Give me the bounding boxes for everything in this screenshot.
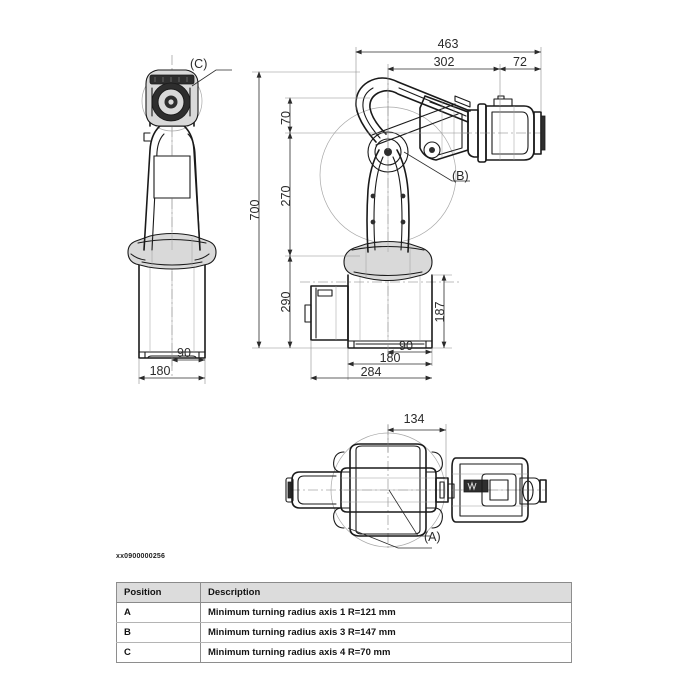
dim-side-72: 72 <box>513 55 527 69</box>
callout-a-label: (A) <box>424 530 441 544</box>
callout-a-leader <box>347 489 432 549</box>
dim-side-290: 290 <box>279 292 293 313</box>
legend-header-position: Position <box>116 582 201 603</box>
dim-side-284: 284 <box>361 365 382 379</box>
legend-table-body: A Minimum turning radius axis 1 R=121 mm… <box>116 602 572 663</box>
callout-c-leader <box>191 69 232 87</box>
top-view-dimensions <box>387 424 447 480</box>
front-view-dimensions <box>138 352 206 384</box>
legend-cell-position: A <box>116 602 201 623</box>
table-row: C Minimum turning radius axis 4 R=70 mm <box>116 642 572 663</box>
table-row: B Minimum turning radius axis 3 R=147 mm <box>116 622 572 643</box>
dim-side-187: 187 <box>433 302 447 323</box>
dim-side-70: 70 <box>279 111 293 125</box>
dim-side-90: 90 <box>399 339 413 353</box>
dim-top-134: 134 <box>404 412 425 426</box>
top-view-geometry <box>285 425 547 548</box>
dim-side-463: 463 <box>438 37 459 51</box>
callout-b-leader <box>403 151 470 182</box>
legend-header-row: Position Description <box>116 582 572 603</box>
side-view-vertical-dimensions <box>252 71 470 349</box>
dim-front-180: 180 <box>150 364 171 378</box>
legend-cell-description: Minimum turning radius axis 3 R=147 mm <box>200 622 572 643</box>
dim-side-270: 270 <box>279 186 293 207</box>
dim-front-90: 90 <box>177 346 191 360</box>
front-view-geometry <box>127 55 217 378</box>
table-row: A Minimum turning radius axis 1 R=121 mm <box>116 602 572 623</box>
side-view-lower-dimensions <box>310 274 452 381</box>
legend-header-description: Description <box>200 582 572 603</box>
callout-b-label: (B) <box>452 169 469 183</box>
side-view-horizontal-dimensions <box>355 47 542 150</box>
legend-cell-description: Minimum turning radius axis 4 R=70 mm <box>200 642 572 663</box>
dim-side-700: 700 <box>248 200 262 221</box>
callout-c-label: (C) <box>190 57 207 71</box>
dim-side-302: 302 <box>434 55 455 69</box>
drawing-id-label: xx0900000256 <box>116 553 166 560</box>
legend-cell-position: C <box>116 642 201 663</box>
legend-table-head: Position Description <box>116 582 572 603</box>
side-view-geometry <box>300 70 546 349</box>
legend-table: Position Description A Minimum turning r… <box>116 582 572 663</box>
legend-cell-description: Minimum turning radius axis 1 R=121 mm <box>200 602 572 623</box>
legend-cell-position: B <box>116 622 201 643</box>
dim-side-180: 180 <box>380 351 401 365</box>
